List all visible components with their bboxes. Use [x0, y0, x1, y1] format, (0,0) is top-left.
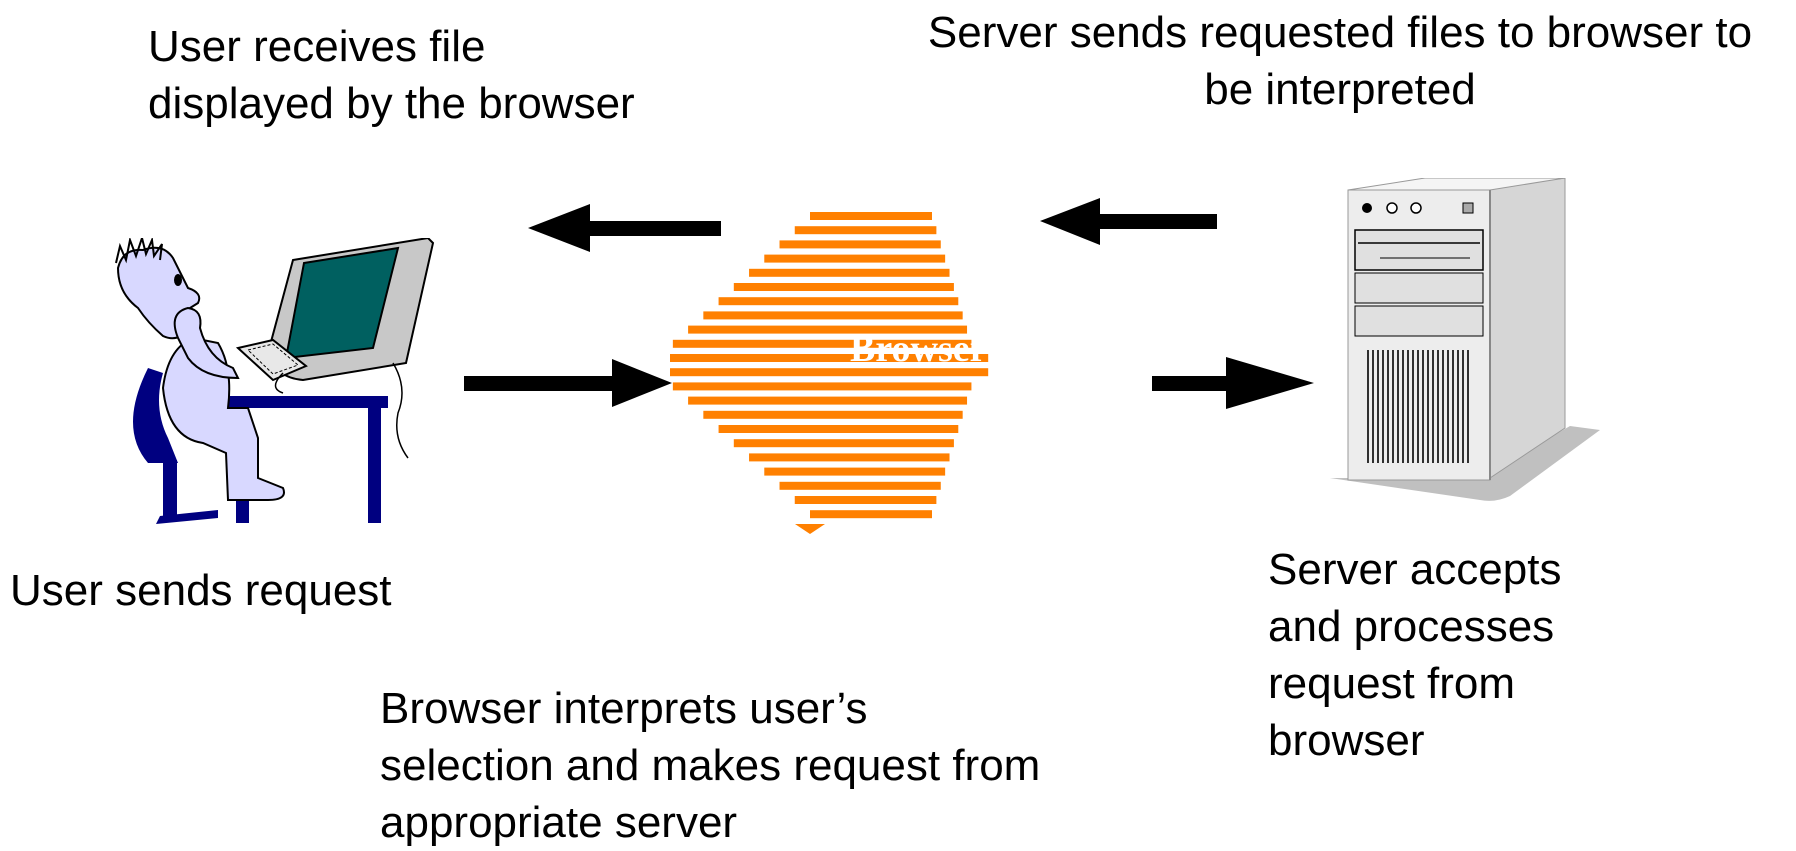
browser-stripe: [718, 297, 959, 306]
label-browser-interprets: Browser interprets user’s selection and …: [380, 680, 1040, 851]
browser-stripe: [764, 467, 946, 476]
browser-stripe: [749, 268, 950, 277]
label-line: appropriate server: [380, 798, 738, 847]
label-server-accepts: Server accepts and processes request fro…: [1268, 541, 1561, 769]
label-user-receives: User receives file displayed by the brow…: [148, 18, 635, 132]
browser-stripe: [718, 425, 959, 433]
browser-stripe: [794, 496, 937, 504]
label-line: User receives file: [148, 22, 486, 71]
browser-stripe: [703, 410, 963, 419]
label-user-sends: User sends request: [10, 562, 392, 619]
browser-stripe: [749, 453, 950, 462]
browser-stripe: [733, 439, 954, 448]
label-line: and processes: [1268, 602, 1555, 651]
label-line: User sends request: [10, 566, 392, 615]
label-line: Server accepts: [1268, 545, 1562, 594]
server-tower-icon: [1330, 178, 1600, 501]
browser-stripe: [794, 226, 937, 235]
browser-stripe: [688, 396, 968, 405]
browser-stripe: [670, 368, 989, 377]
browser-stripe: [795, 524, 825, 534]
arrow-left-icon: [1040, 198, 1217, 245]
browser-logo-icon: Browser: [670, 212, 989, 534]
label-line: Server sends requested files to browser …: [927, 8, 1753, 57]
browser-stripe: [764, 254, 946, 263]
arrow-left-icon: [528, 204, 721, 252]
browser-stripe: [779, 240, 941, 249]
browser-stripes: [670, 212, 989, 534]
browser-stripe: [688, 325, 968, 334]
user-at-computer-icon: [115, 238, 435, 524]
browser-stripe: [810, 510, 932, 519]
browser-stripe: [810, 212, 932, 220]
browser-stripe: [672, 382, 972, 391]
label-line: browser: [1268, 716, 1425, 765]
label-line: displayed by the browser: [148, 79, 635, 128]
browser-stripe: [733, 283, 954, 291]
browser-stripe: [672, 339, 972, 348]
arrow-right-icon: [1152, 357, 1314, 409]
label-line: be interpreted: [1204, 65, 1476, 114]
browser-stripe: [670, 354, 989, 362]
browser-stripe: [779, 481, 941, 490]
server-vent-grille: [1367, 350, 1469, 463]
label-line: Browser interprets user’s: [380, 684, 868, 733]
label-line: request from: [1268, 659, 1515, 708]
label-line: selection and makes request from: [380, 741, 1041, 790]
browser-logo-text: Browser: [850, 328, 987, 370]
arrow-right-icon: [464, 359, 672, 407]
browser-stripe: [703, 311, 963, 320]
label-server-sends: Server sends requested files to browser …: [890, 4, 1790, 118]
